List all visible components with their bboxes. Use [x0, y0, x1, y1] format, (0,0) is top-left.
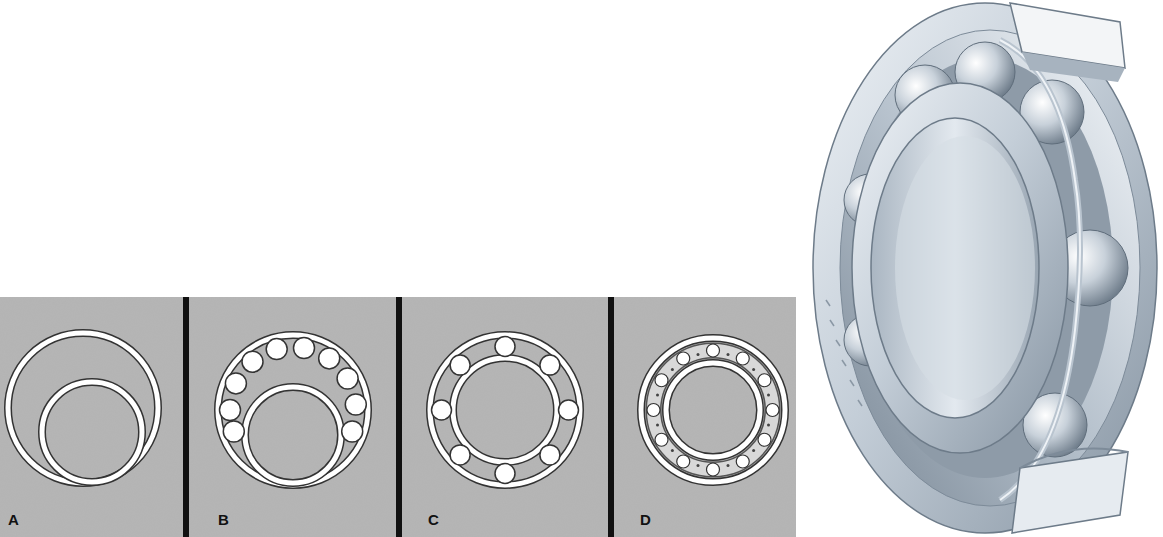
ring-diagram-d-part [641, 338, 785, 482]
ring-diagram-c-part-part [495, 337, 515, 357]
ring-diagram-d-part-part [671, 449, 674, 452]
panel-letter: A [8, 512, 19, 527]
ring-diagram-b-part [220, 338, 367, 443]
ball-bearing-3d-part-part [830, 320, 834, 326]
ring-diagram-c [430, 335, 580, 485]
ring-diagram-b-part [245, 387, 341, 483]
ring-diagram-c-part-part [540, 355, 560, 375]
ring-diagram-d-part [647, 344, 779, 476]
ring-diagram-b-part-part [266, 339, 287, 360]
ring-diagram-b [218, 335, 368, 485]
ball-bearing-3d-part [1022, 52, 1125, 82]
panel-divider-part [608, 297, 614, 537]
ball-bearing-3d-part [813, 3, 1157, 533]
ring-diagram-d-part-part [752, 368, 755, 371]
ball-bearing-3d-part-part [858, 400, 862, 406]
panel-divider [183, 297, 614, 537]
ring-diagram-c-part-part [450, 445, 470, 465]
ball-bearing-3d-part [844, 42, 1128, 457]
ring-diagram-d-part [641, 338, 785, 482]
ring-diagram-b-part [245, 387, 341, 483]
ring-diagram-c-part-part [432, 400, 452, 420]
ring-diagram-d-part-part [736, 352, 749, 365]
ring-diagram-c-part-part [559, 400, 579, 420]
ring-diagram-d-part-part [647, 404, 660, 417]
ring-diagram-b-part-part [225, 373, 246, 394]
ring-diagram-d-part-part [677, 352, 690, 365]
ring-diagram-b-part-part [220, 400, 241, 421]
ring-diagram-d-part-part [767, 424, 770, 427]
ring-diagram-d-part-part [767, 394, 770, 397]
panel-divider-part [183, 297, 189, 537]
ring-diagram-b-part-part [294, 338, 315, 359]
panel-ground-part [0, 297, 796, 537]
panel-ground-part [0, 297, 796, 537]
ring-diagram-b-part-part [223, 421, 244, 442]
ring-diagram-c-part-part [540, 445, 560, 465]
ball-bearing-3d-part [895, 136, 1035, 400]
ring-diagram-d-part-part [697, 464, 700, 467]
ball-bearing-3d-part-part [836, 340, 840, 346]
ring-diagram-c-part [453, 358, 557, 462]
ring-diagram-d-part [654, 351, 773, 470]
ring-diagram-d-part-part [766, 404, 779, 417]
ring-diagram-d-part [654, 351, 773, 470]
ring-diagram-c-part [430, 335, 580, 485]
ring-diagram-a [8, 333, 158, 483]
ball-bearing-3d-part [1020, 448, 1128, 468]
panel-divider-part [396, 297, 402, 537]
ball-bearing-3d-part [826, 300, 862, 406]
ring-diagram-c-part-part [450, 355, 470, 375]
panel-letter: B [218, 512, 229, 527]
ring-diagram-c-part [432, 337, 579, 484]
ring-diagram-b-part-part [242, 351, 263, 372]
ring-diagram-b-part-part [342, 421, 363, 442]
ring-diagram-a-part [42, 382, 142, 482]
ring-diagram-d-part-part [736, 455, 749, 468]
ring-diagram-d-part-part [727, 353, 730, 356]
ring-diagram-d-part-part [656, 394, 659, 397]
ring-diagram-d-part-part [758, 374, 771, 387]
ring-diagram-d-part-part [707, 344, 720, 357]
panel-letter: C [428, 512, 439, 527]
ring-diagram-d-part-part [655, 374, 668, 387]
ring-diagram-d-part [666, 363, 760, 457]
ring-diagram-b-part-part [319, 348, 340, 369]
ring-diagram-b-part-part [337, 368, 358, 389]
ball-bearing-3d-part [871, 118, 1039, 418]
ball-bearing-3d [813, 3, 1157, 533]
ball-bearing-3d-part [852, 83, 1068, 453]
ring-diagram-d-part [666, 363, 760, 457]
ball-bearing-3d-part [840, 30, 1140, 506]
ring-diagram-d-part-part [758, 433, 771, 446]
ball-bearing-3d-part-part [826, 300, 830, 306]
ring-diagram-d [641, 338, 785, 482]
ball-bearing-3d-part-part [850, 380, 854, 386]
ring-diagram-b-part [218, 335, 368, 485]
ring-diagram-d-part [656, 353, 770, 467]
ring-diagram-b-part-part [345, 394, 366, 415]
panel-letter: D [640, 512, 651, 527]
ball-bearing-3d-part-part [842, 360, 846, 366]
ring-diagram-d-part-part [677, 455, 690, 468]
ring-diagram-d-part-part [671, 368, 674, 371]
ring-diagram-a-part [8, 333, 158, 483]
ring-diagram-a-part [42, 382, 142, 482]
ring-diagram-d-part-part [697, 353, 700, 356]
ring-diagram-c-part [430, 335, 580, 485]
ring-diagram-b-part [218, 335, 368, 485]
ring-diagram-d-part-part [727, 464, 730, 467]
panel-ground [0, 297, 796, 537]
ring-diagram-c-part-part [495, 464, 515, 484]
ring-diagram-d-part-part [655, 433, 668, 446]
ring-diagram-a-part [8, 333, 158, 483]
ring-diagram-c-part [453, 358, 557, 462]
ring-diagram-d-part-part [752, 449, 755, 452]
ring-diagram-d-part-part [707, 463, 720, 476]
ring-diagram-d-part-part [656, 424, 659, 427]
